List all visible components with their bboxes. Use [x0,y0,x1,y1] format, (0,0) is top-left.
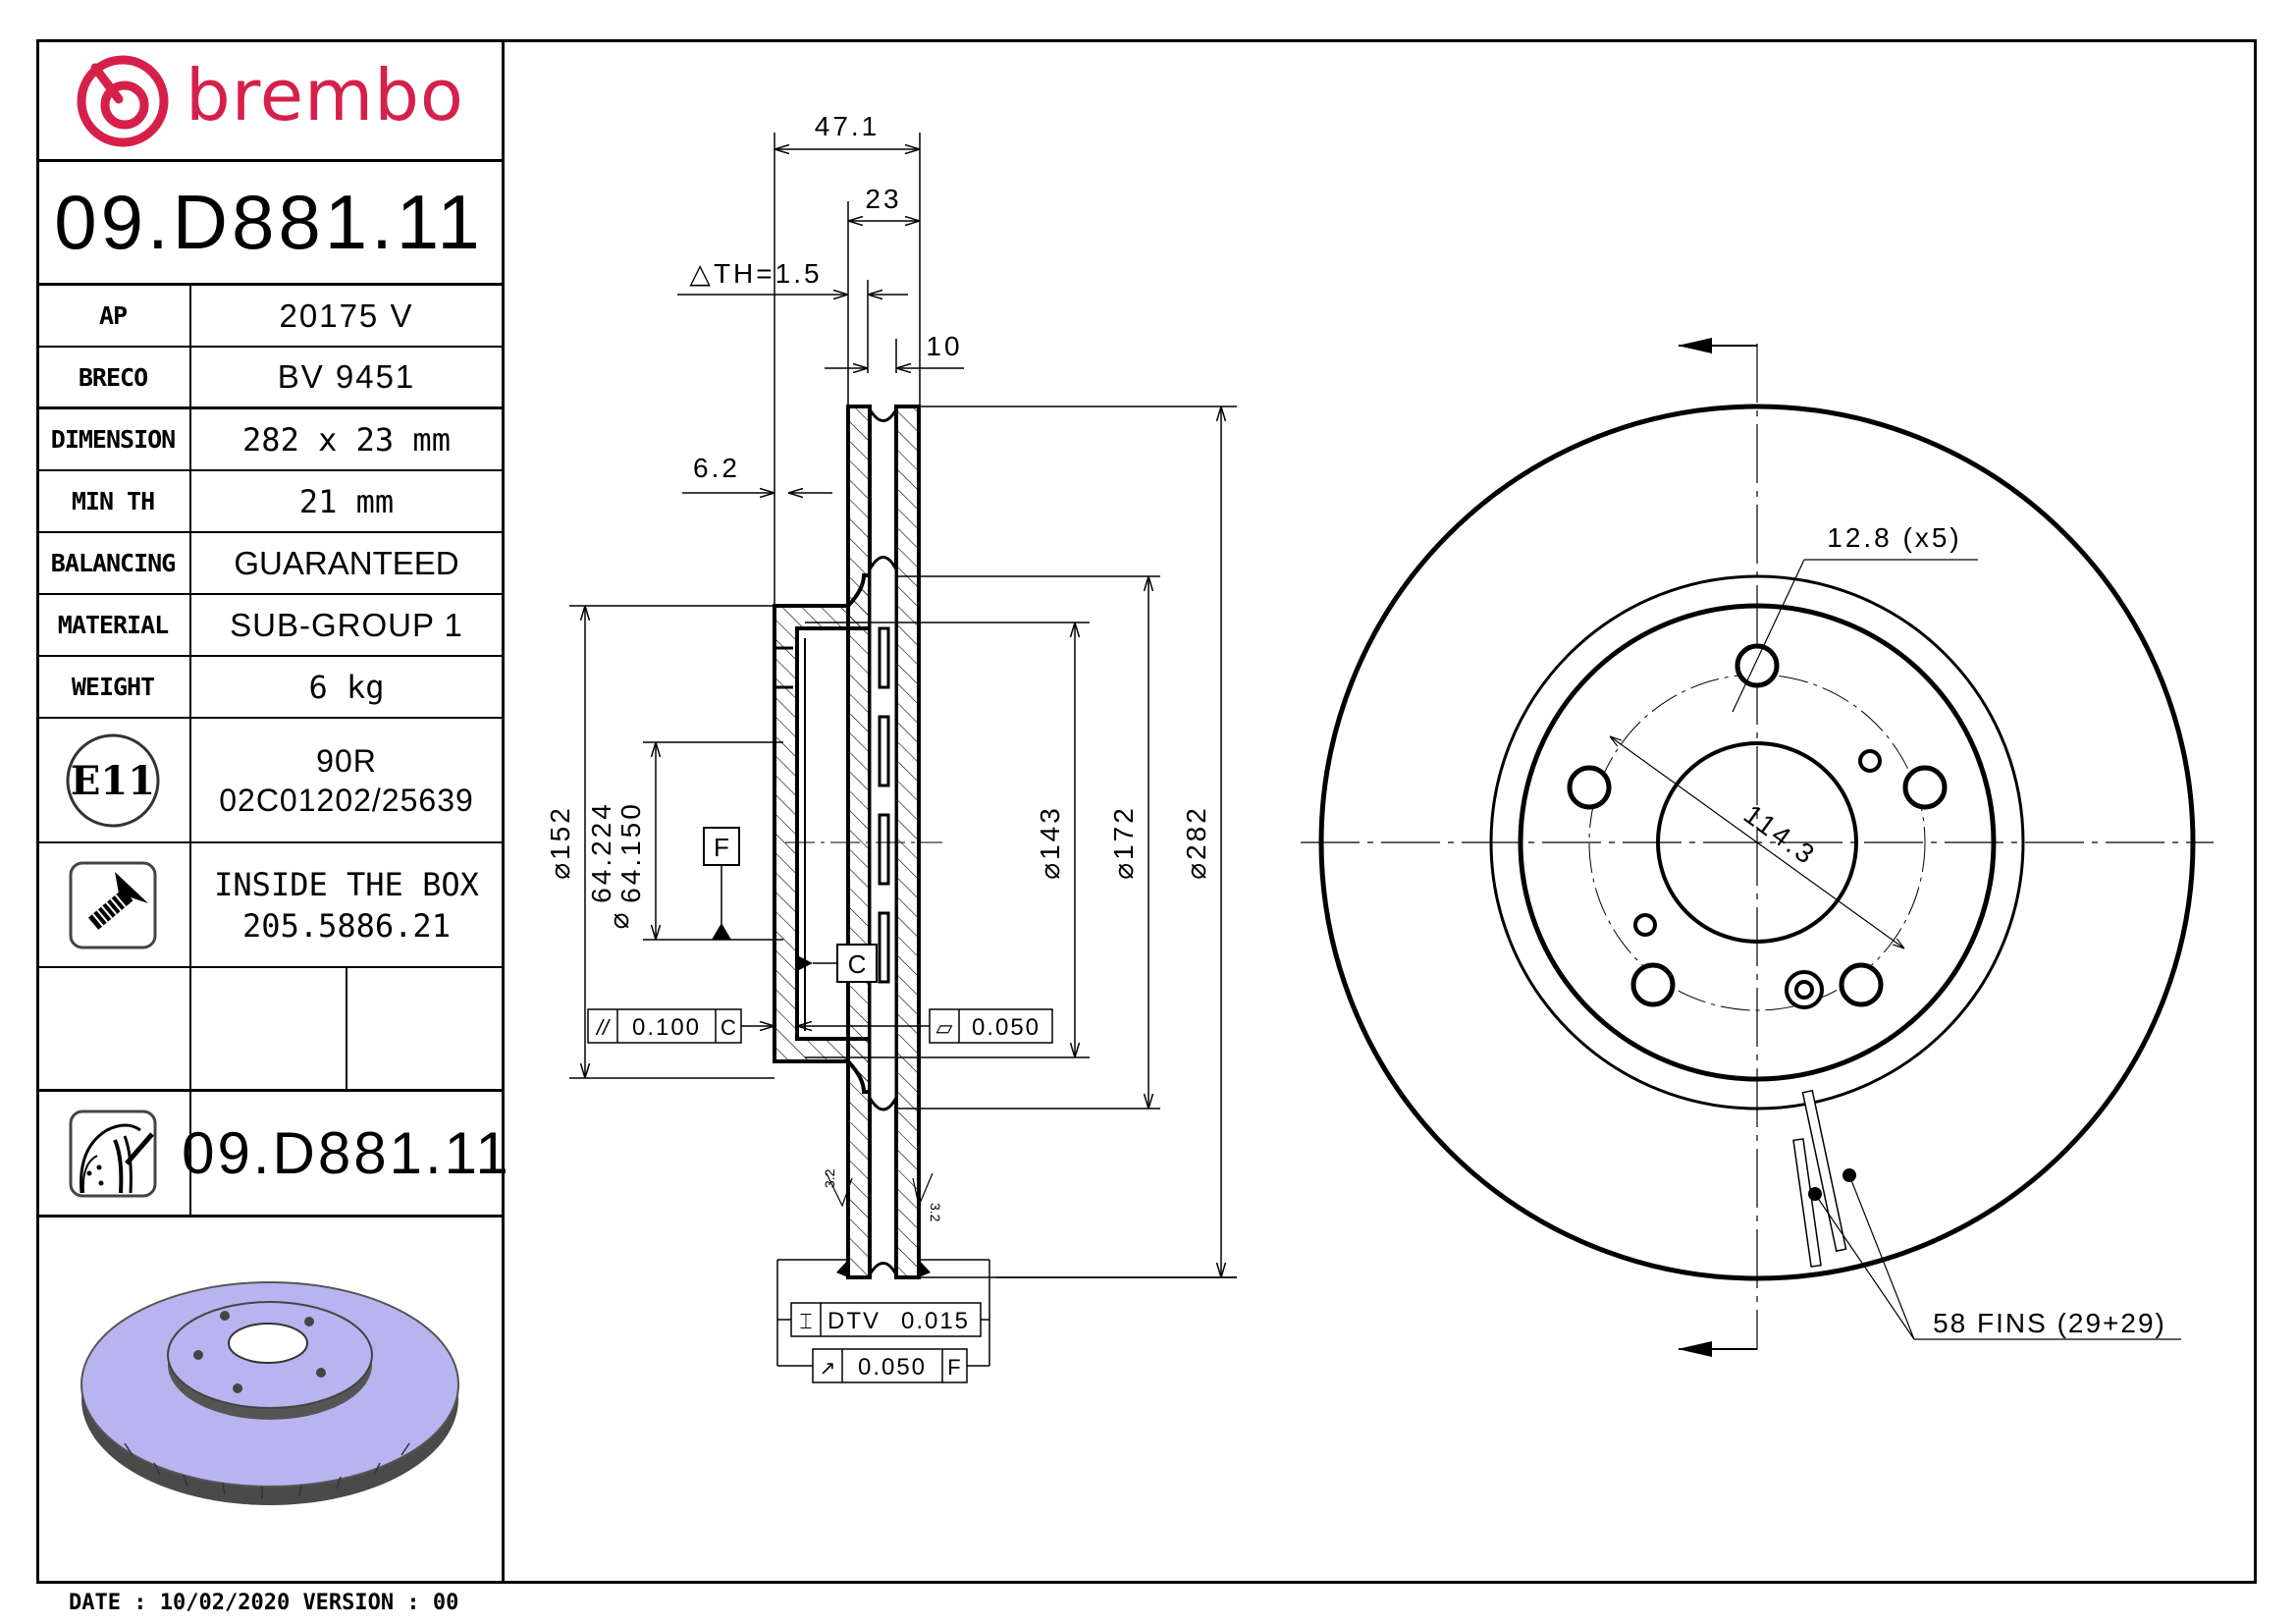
spec-row-dimension: DIMENSION 282 x 23 mm [36,409,502,471]
spec-value: 6 kg [308,668,385,706]
empty-row [36,968,502,1092]
version-label: VERSION : [302,1591,420,1615]
spec-label: MIN TH [36,471,191,531]
cell-divider [346,968,347,1089]
date-label: DATE : [69,1591,147,1615]
inside-box-part: 205.5886.21 [242,906,451,945]
spec-label: AP [36,286,191,346]
title-block: brembo 09.D881.11 AP 20175 V BRECO BV 94… [36,39,511,1584]
spec-row-material: MATERIAL SUB-GROUP 1 [36,595,502,657]
spec-label: WEIGHT [36,657,191,717]
spec-label: BRECO [36,348,191,406]
inside-box-text: INSIDE THE BOX 205.5886.21 [191,843,502,966]
spec-label: BALANCING [36,533,191,593]
approval-regulation: 90R [316,742,377,779]
approval-row: E11 90R 02C01202/25639 [36,719,502,843]
date-value: 10/02/2020 [159,1591,291,1615]
screw-icon-cell [36,843,191,966]
logo-row: brembo [36,39,502,162]
disc-ref-row: 09.D881.11 [36,1092,511,1218]
spec-label: DIMENSION [36,409,191,469]
spec-value: 282 x 23 mm [242,420,451,459]
spec-row-min-th: MIN TH 21 mm [36,471,502,533]
disc-icon-cell [36,1092,191,1215]
spec-value: SUB-GROUP 1 [230,606,463,643]
product-image [36,1218,502,1581]
revision-footer: DATE : 10/02/2020 VERSION : 00 [69,1591,458,1615]
part-number-row: 09.D881.11 [36,162,502,286]
e11-approval-icon: E11 [66,733,160,827]
spec-label: MATERIAL [36,595,191,655]
spec-value: 20175 V [279,297,414,334]
disc-ref-part-number: 09.D881.11 [182,1120,511,1186]
approval-icon-cell: E11 [36,719,191,841]
disc-caliper-icon [69,1110,157,1197]
screw-icon [69,861,157,948]
inside-box-label: INSIDE THE BOX [214,865,479,903]
brembo-logo: brembo [36,39,502,159]
drawing-frame [36,39,2257,1584]
spec-row-balancing: BALANCING GUARANTEED [36,533,502,595]
approval-text: 90R 02C01202/25639 [191,719,502,841]
svg-text:E11: E11 [71,758,155,804]
spec-value: BV 9451 [277,358,416,395]
brake-disc-3d-render [80,1281,459,1505]
version-value: 00 [432,1591,459,1615]
spec-value: GUARANTEED [234,544,459,581]
spec-value: 21 mm [298,482,395,520]
empty-cell [36,968,191,1089]
brand-name: brembo [186,54,464,136]
brembo-disc-logo-icon [77,55,169,147]
spec-row-breco: BRECO BV 9451 [36,348,502,409]
part-number: 09.D881.11 [54,179,484,265]
spec-row-weight: WEIGHT 6 kg [36,657,502,719]
approval-number: 02C01202/25639 [219,782,474,818]
inside-box-row: INSIDE THE BOX 205.5886.21 [36,843,502,968]
spec-row-ap: AP 20175 V [36,286,502,348]
